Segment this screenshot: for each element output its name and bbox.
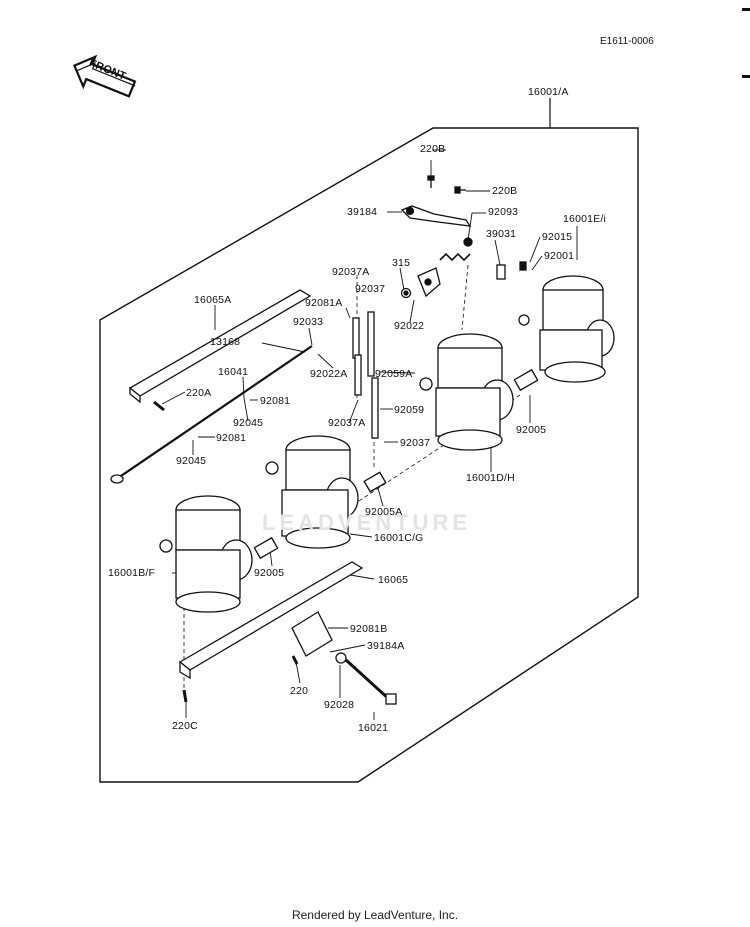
screw-220b-1 bbox=[427, 175, 435, 188]
edge-mark bbox=[742, 75, 750, 78]
label-92028: 92028 bbox=[324, 699, 355, 711]
plate-16065a bbox=[128, 289, 312, 404]
label-220b-right: 220B bbox=[492, 185, 518, 197]
label-16001a: 16001/A bbox=[528, 86, 569, 98]
bolt-220a bbox=[153, 400, 165, 412]
carburetor-e bbox=[518, 275, 615, 383]
label-220a: 220A bbox=[186, 387, 212, 399]
assembly-frame bbox=[99, 127, 639, 783]
label-92022: 92022 bbox=[394, 320, 425, 332]
label-16001dh: 16001D/H bbox=[466, 472, 515, 484]
throttle-lever-spring bbox=[400, 237, 473, 299]
label-92045-upper: 92045 bbox=[233, 417, 264, 429]
label-92045-lower: 92045 bbox=[176, 455, 207, 467]
screw-220 bbox=[291, 655, 299, 665]
footer-credit: Rendered by LeadVenture, Inc. bbox=[291, 908, 459, 922]
front-arrow-icon bbox=[72, 54, 137, 98]
label-92005-right: 92005 bbox=[516, 424, 547, 436]
label-92081-upper: 92081 bbox=[260, 395, 291, 407]
label-39031: 39031 bbox=[486, 228, 517, 240]
plate-16065 bbox=[178, 561, 364, 680]
carburetor-b bbox=[159, 495, 279, 613]
label-92059a: 92059A bbox=[375, 368, 413, 380]
label-92005a: 92005A bbox=[365, 506, 403, 518]
label-92059: 92059 bbox=[394, 404, 425, 416]
screw-220c bbox=[182, 689, 188, 703]
label-92081b: 92081B bbox=[350, 623, 388, 635]
label-315: 315 bbox=[392, 257, 411, 269]
carburetor-d bbox=[419, 333, 539, 451]
screw-220b-2 bbox=[454, 186, 466, 194]
label-13168: 13168 bbox=[210, 336, 241, 348]
link-rods bbox=[352, 311, 379, 439]
label-39184a: 39184A bbox=[367, 640, 405, 652]
label-16001bf: 16001B/F bbox=[108, 567, 156, 579]
rod-16041 bbox=[110, 345, 313, 484]
watermark: LEADVENTURE bbox=[262, 510, 472, 535]
label-92001: 92001 bbox=[544, 250, 575, 262]
carburetor-c bbox=[265, 435, 387, 549]
label-92037-mid: 92037 bbox=[400, 437, 431, 449]
label-92005-left: 92005 bbox=[254, 567, 285, 579]
diagram-reference-code: E1611-0006 bbox=[600, 36, 654, 47]
label-16065: 16065 bbox=[378, 574, 409, 586]
label-92081a: 92081A bbox=[305, 297, 343, 309]
label-92033: 92033 bbox=[293, 316, 324, 328]
label-220b-top: 220B bbox=[420, 143, 446, 155]
label-16001cg: 16001C/G bbox=[374, 532, 424, 544]
top-bracket-39184 bbox=[400, 205, 472, 227]
bolt-16021 bbox=[344, 658, 397, 705]
label-16021: 16021 bbox=[358, 722, 389, 734]
label-92022a: 92022A bbox=[310, 368, 348, 380]
label-92037-top: 92037 bbox=[355, 283, 386, 295]
bracket-39184a bbox=[291, 611, 333, 657]
label-92081-lower: 92081 bbox=[216, 432, 247, 444]
label-92037a-top: 92037A bbox=[332, 266, 370, 278]
label-16065a: 16065A bbox=[194, 294, 232, 306]
part-92028 bbox=[335, 652, 347, 664]
label-92093: 92093 bbox=[488, 206, 519, 218]
part-92015 bbox=[519, 261, 527, 271]
label-220c: 220C bbox=[172, 720, 198, 732]
edge-mark bbox=[742, 8, 750, 11]
label-39184: 39184 bbox=[347, 206, 378, 218]
label-92037a-mid: 92037A bbox=[328, 417, 366, 429]
part-39031 bbox=[496, 264, 506, 280]
label-220: 220 bbox=[290, 685, 309, 697]
label-92015: 92015 bbox=[542, 231, 573, 243]
label-16041: 16041 bbox=[218, 366, 249, 378]
label-16001ei: 16001E/i bbox=[563, 213, 607, 225]
